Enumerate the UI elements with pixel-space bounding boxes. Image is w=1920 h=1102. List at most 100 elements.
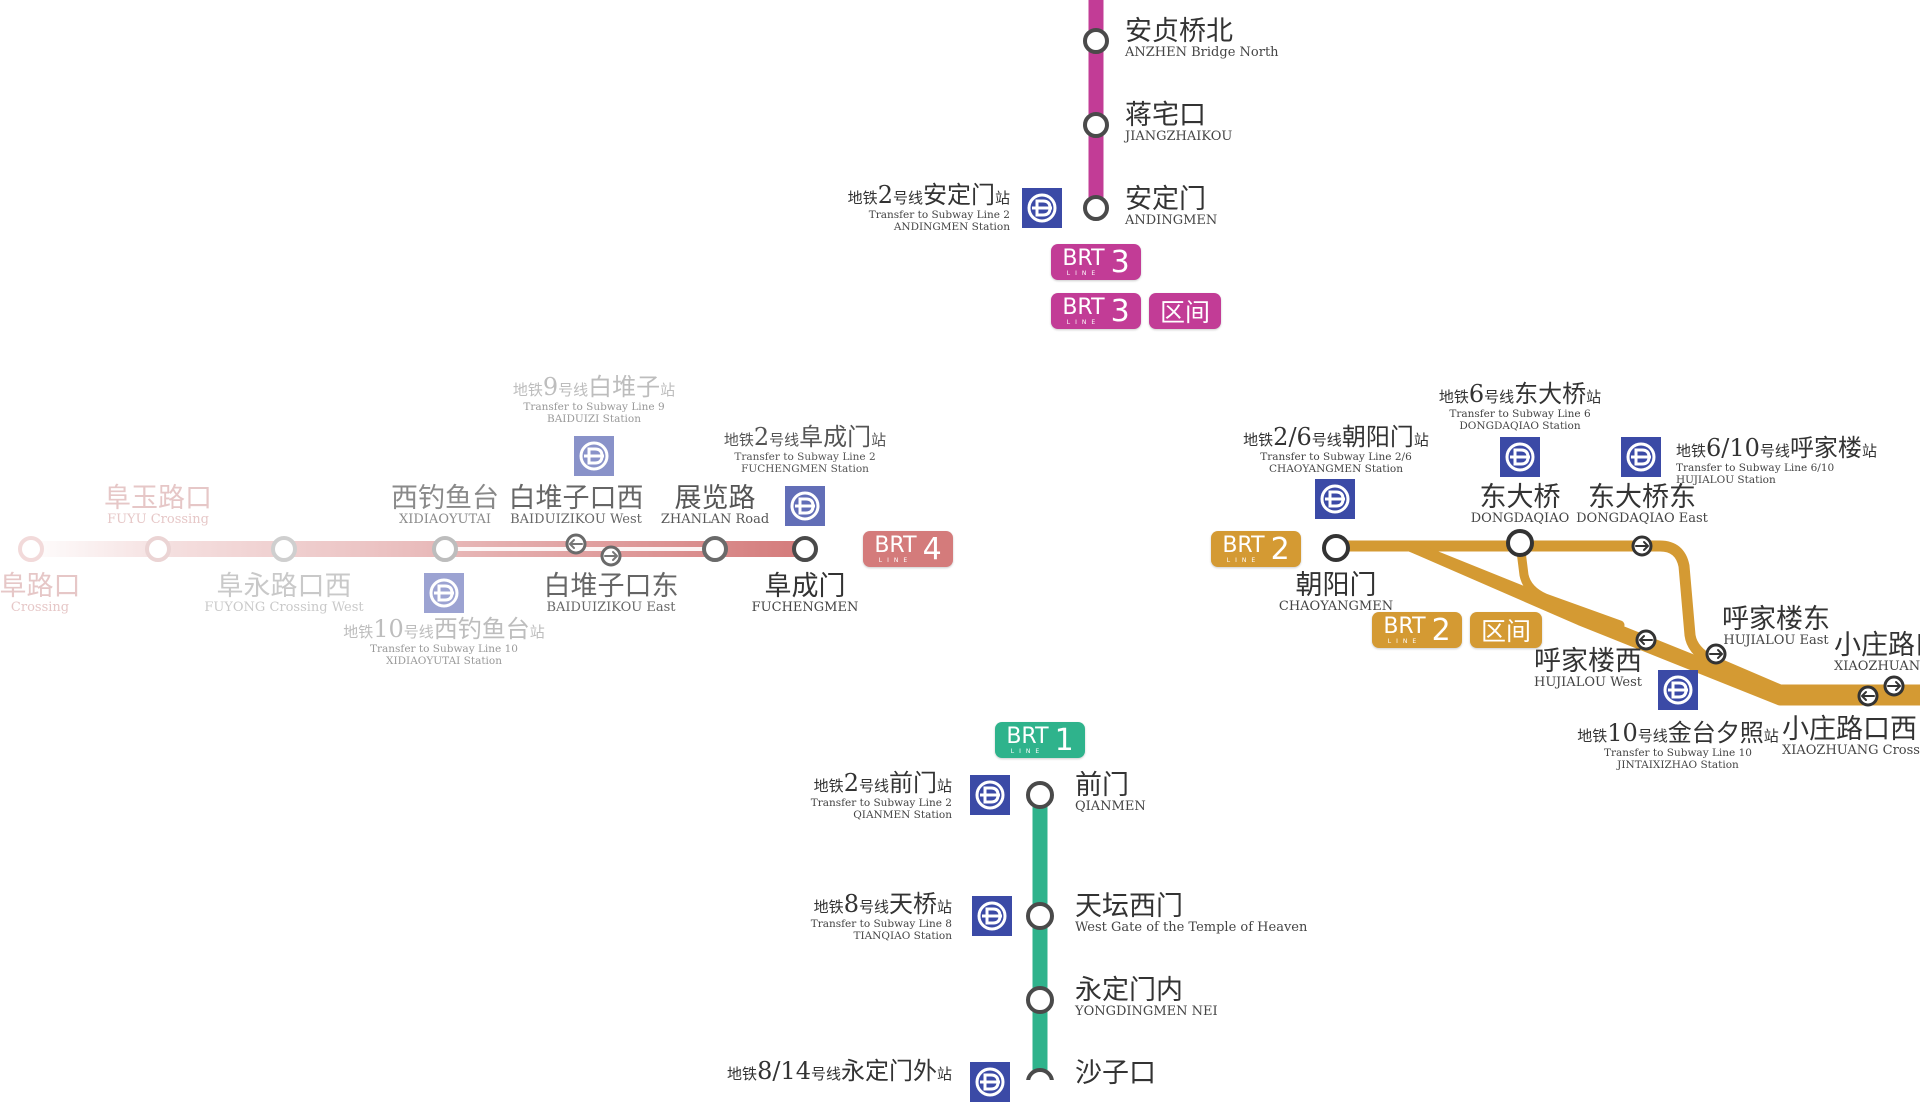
station-name-cn: 朝阳门 <box>1295 570 1377 601</box>
station-marker-anzhen-bridge-north[interactable] <box>1083 28 1109 54</box>
station-label-fuyu-crossing: 阜玉路口 FUYU Crossing <box>104 485 212 527</box>
station-name-en: HUJIALOU West <box>1534 675 1642 690</box>
station-marker-zhanlan-road[interactable] <box>702 536 728 562</box>
transfer-en-line: Transfer to Subway Line 2 <box>810 797 952 809</box>
station-name-cn: 阜路口 <box>0 571 81 602</box>
station-name-cn: 天坛西门 <box>1075 891 1183 922</box>
transfer-line-number: 9 <box>542 373 559 401</box>
transfer-line-number: 8 <box>843 890 859 918</box>
station-marker-dongdaqiao[interactable] <box>1506 529 1534 557</box>
station-marker-andingmen[interactable] <box>1083 195 1109 221</box>
transfer-en-line: Transfer to Subway Line 6/10 <box>1676 462 1835 474</box>
badge-brt-text: BRT <box>1383 613 1426 639</box>
station-name-cn: 东大桥东 <box>1587 482 1696 513</box>
transfer-station-suffix: 站 <box>1763 727 1779 745</box>
station-marker-jiangzhaikou[interactable] <box>1083 112 1109 138</box>
transfer-station-name: 朝阳门 <box>1341 423 1414 451</box>
station-name-en: FUYU Crossing <box>107 512 209 527</box>
badge-brt-text: BRT <box>1062 245 1105 271</box>
transfer-station-suffix: 站 <box>936 898 952 916</box>
station-name-en: DONGDAQIAO East <box>1576 511 1708 526</box>
transfer-station-suffix: 站 <box>1586 388 1602 406</box>
direction-arrow-right-icon <box>1635 541 1649 551</box>
subway-transfer-icon <box>785 486 825 526</box>
transfer-line-suffix: 号线 <box>858 898 889 916</box>
station-label-xidiaoyutai: 西钓鱼台 XIDIAOYUTAI <box>391 485 499 527</box>
transfer-line-suffix: 号线 <box>1637 727 1668 745</box>
transfer-line-suffix: 号线 <box>1484 388 1515 406</box>
transfer-station-name: 永定门外 <box>840 1057 937 1085</box>
station-label-qianmen: 前门 QIANMEN <box>1075 772 1146 814</box>
badge-line-number: 4 <box>922 531 942 567</box>
transfer-prefix: 地铁 <box>343 623 374 641</box>
station-label-chaoyangmen: 朝阳门 CHAOYANGMEN <box>1279 572 1393 614</box>
station-name-cn: 蒋宅口 <box>1125 100 1206 131</box>
transfer-info-chaoyangmen: 地铁2/6号线朝阳门站 Transfer to Subway Line 2/6 … <box>1243 423 1429 475</box>
badge-line-text: LINE <box>1066 269 1101 277</box>
badge-section-text: 区间 <box>1159 298 1210 327</box>
station-name-en: BAIDUIZIKOU West <box>510 512 642 527</box>
transfer-line-suffix: 号线 <box>1311 431 1342 449</box>
station-name-en: Crossing <box>10 600 70 615</box>
transfer-info-andingmen: 地铁2号线安定门站 Transfer to Subway Line 2 ANDI… <box>847 183 1010 233</box>
station-marker-xidiaoyutai[interactable] <box>432 536 458 562</box>
badge-brt-text: BRT <box>1222 532 1265 558</box>
station-marker-shazikou[interactable] <box>1026 1068 1054 1080</box>
station-label-yongdingmen-nei: 永定门内 YONGDINGMEN NEI <box>1075 977 1218 1019</box>
station-marker-fuchengmen[interactable] <box>792 536 818 562</box>
brt2-route-branch <box>1515 538 1625 630</box>
station-marker-fuyu-crossing[interactable] <box>145 536 171 562</box>
transfer-info-hujialou: 地铁6/10号线呼家楼站 Transfer to Subway Line 6/1… <box>1676 434 1877 486</box>
station-name-cn: 展览路 <box>674 483 756 514</box>
subway-transfer-icon <box>1500 437 1540 477</box>
direction-arrow-right-icon <box>604 551 618 561</box>
transfer-en-station: JINTAIXIZHAO Station <box>1617 759 1739 771</box>
station-name-cn: 呼家楼西 <box>1534 646 1642 677</box>
brt2-route-line-lower <box>1407 540 1920 706</box>
station-marker-west-gate-temple-of-heaven[interactable] <box>1026 902 1054 930</box>
station-name-cn: 安定门 <box>1125 184 1206 215</box>
station-marker-yongdingmen-nei[interactable] <box>1026 986 1054 1014</box>
station-label-anzhen-bridge-north: 安贞桥北 ANZHEN Bridge North <box>1125 18 1279 60</box>
subway-transfer-icon <box>1022 188 1062 228</box>
station-name-en: BAIDUIZIKOU East <box>546 600 676 615</box>
station-name-en: XIDIAOYUTAI <box>398 512 491 527</box>
transfer-en-line: Transfer to Subway Line 2 <box>868 209 1010 221</box>
transfer-station-name: 东大桥 <box>1514 380 1587 408</box>
station-marker-faded-crossing[interactable] <box>18 536 44 562</box>
station-name-en: CHAOYANGMEN <box>1278 599 1394 614</box>
transfer-line-number: 6/10 <box>1706 434 1760 462</box>
transfer-en-station: XIDIAOYUTAI Station <box>386 655 502 667</box>
station-name-cn: 白堆子口东 <box>543 571 679 602</box>
transfer-station-suffix: 站 <box>994 189 1010 207</box>
badge-section-text: 区间 <box>1480 617 1531 646</box>
transfer-station-name: 白堆子 <box>588 373 661 401</box>
transfer-en-station: DONGDAQIAO Station <box>1459 420 1581 432</box>
transfer-line-suffix: 号线 <box>1759 442 1790 460</box>
station-name-cn: 呼家楼东 <box>1722 604 1830 635</box>
station-marker-qianmen[interactable] <box>1026 781 1054 809</box>
station-label-fuyong-crossing-west: 阜永路口西 FUYONG Crossing West <box>204 573 363 615</box>
station-marker-fuyong-crossing-west[interactable] <box>271 536 297 562</box>
transfer-prefix: 地铁 <box>847 189 878 207</box>
station-name-en: ANZHEN Bridge North <box>1125 45 1279 60</box>
transfer-line-number: 10 <box>1607 719 1638 747</box>
station-name-cn: 西钓鱼台 <box>391 483 499 514</box>
badge-line-text: LINE <box>1387 637 1422 645</box>
direction-arrow-right-icon <box>1709 649 1723 659</box>
station-name-cn: 小庄路口西 <box>1782 714 1917 745</box>
transfer-line-suffix: 号线 <box>858 777 889 795</box>
badge-line-number: 1 <box>1054 722 1074 758</box>
transfer-prefix: 地铁 <box>723 431 754 449</box>
transfer-prefix: 地铁 <box>512 381 543 399</box>
station-name-cn: 永定门内 <box>1075 975 1183 1006</box>
station-marker-chaoyangmen[interactable] <box>1322 534 1350 562</box>
transfer-line-suffix: 号线 <box>892 189 923 207</box>
direction-arrow-left-icon <box>569 539 583 549</box>
transfer-en-line: Transfer to Subway Line 2/6 <box>1260 451 1412 463</box>
